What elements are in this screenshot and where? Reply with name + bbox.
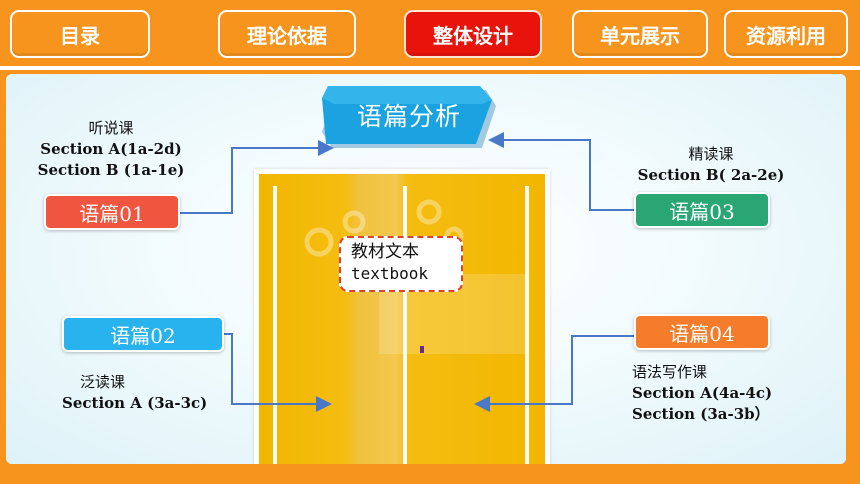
tag-text-01: 语篇01 <box>44 194 180 230</box>
nav-divider <box>0 66 860 70</box>
tag-text-03: 语篇03 <box>634 192 770 228</box>
caption-03-title: 精读课 <box>688 145 734 163</box>
page-title: 语篇分析 <box>356 102 461 131</box>
banner-shape <box>322 86 496 148</box>
caption-01-line2: Section B (1a-1e) <box>37 161 185 179</box>
caption-03-line1: Section B( 2a-2e) <box>637 166 785 184</box>
tag-text-02: 语篇02 <box>62 316 224 352</box>
textbook-label-en: textbook <box>351 264 429 283</box>
caption-02-line1: Section A (3a-3c) <box>62 394 208 412</box>
footer-bar <box>0 464 860 484</box>
nav-item-resource-use[interactable]: 资源利用 <box>724 10 848 58</box>
caption-text-03: 精读课 Section B( 2a-2e) <box>628 144 794 186</box>
nav-item-unit-display[interactable]: 单元展示 <box>572 10 708 58</box>
caption-04-title: 语法写作课 <box>632 363 708 381</box>
nav-item-catalog[interactable]: 目录 <box>10 10 150 58</box>
tag-text-04: 语篇04 <box>634 314 770 350</box>
caption-text-04: 语法写作课 Section A(4a-4c) Section (3a-3b） <box>632 362 812 425</box>
textbook-label-zh: 教材文本 <box>351 242 419 262</box>
book-mark <box>420 346 424 353</box>
caption-text-01: 听说课 Section A(1a-2d) Section B (1a-1e) <box>30 118 192 181</box>
book-edge-right <box>525 186 529 464</box>
caption-04-line2: Section (3a-3b） <box>632 405 770 423</box>
caption-01-title: 听说课 <box>88 119 134 137</box>
content-panel: 语篇分析 教材文本 textbook <box>6 74 846 464</box>
caption-text-02: 泛读课 Section A (3a-3c) <box>62 372 230 414</box>
caption-02-title: 泛读课 <box>80 373 126 391</box>
book-edge-left <box>273 186 277 464</box>
textbook-image: 教材文本 textbook <box>254 169 550 464</box>
caption-01-line1: Section A(1a-2d) <box>40 140 182 158</box>
textbook-label: 教材文本 textbook <box>339 236 463 292</box>
nav-item-overall-design[interactable]: 整体设计 <box>404 10 542 58</box>
caption-04-line1: Section A(4a-4c) <box>632 384 773 402</box>
nav-item-theory[interactable]: 理论依据 <box>218 10 356 58</box>
title-banner: 语篇分析 <box>322 86 496 152</box>
top-navigation: 目录 理论依据 整体设计 单元展示 资源利用 <box>0 0 860 66</box>
book-spine <box>403 186 407 464</box>
textbook-cover: 教材文本 textbook <box>259 174 545 464</box>
